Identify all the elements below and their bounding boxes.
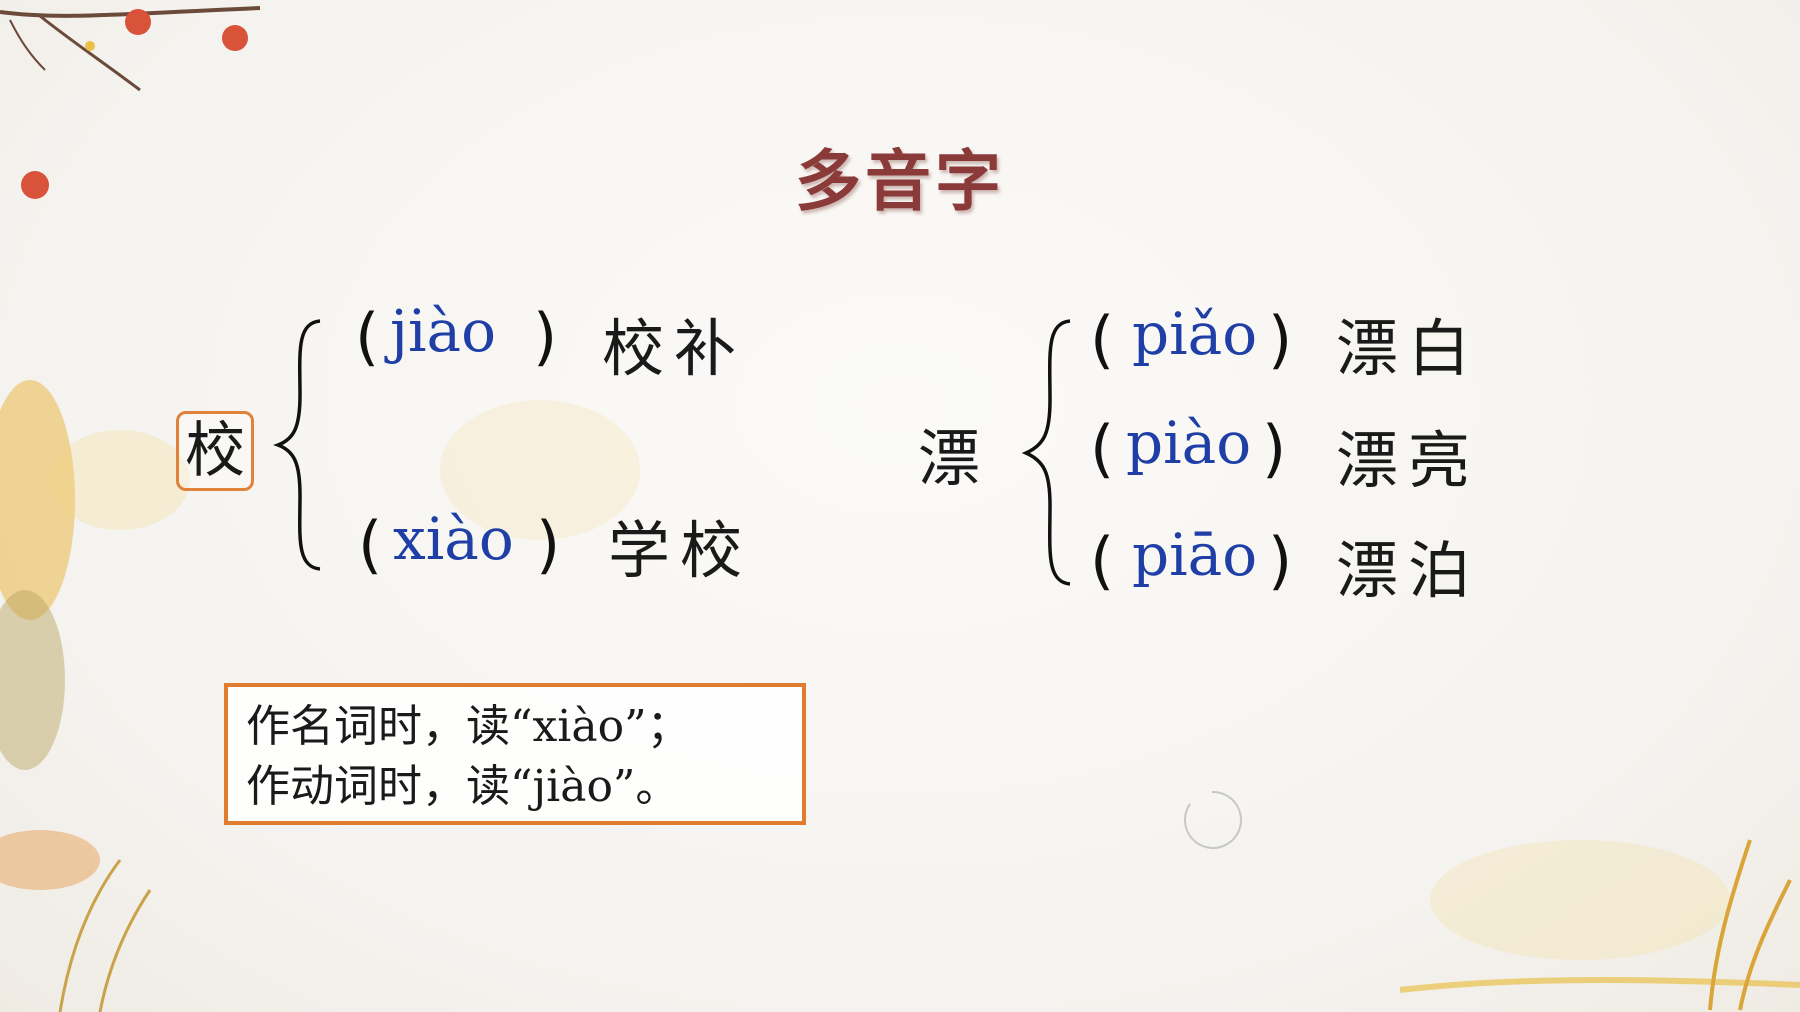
bottom-right-decoration xyxy=(1399,839,1800,1011)
close-paren: ) xyxy=(1262,412,1287,485)
reading-row-jiao: ( jiào ) xyxy=(355,302,755,382)
word-jiaobu: 校补 xyxy=(602,312,747,385)
open-paren: ( xyxy=(355,300,380,373)
reading-row-piao4: ( piào ) xyxy=(1090,414,1310,494)
loading-circle-decoration xyxy=(1183,790,1242,849)
rule-note-box: 作名词时，读“xiào”； 作动词时，读“jiào”。 xyxy=(224,683,806,825)
left-foliage-decoration xyxy=(0,380,190,1012)
open-paren: ( xyxy=(1090,303,1115,376)
word-piaobai: 漂白 xyxy=(1336,312,1481,385)
open-paren: ( xyxy=(358,508,383,581)
branch-decoration xyxy=(0,6,261,92)
flower-decoration xyxy=(440,400,640,540)
left-brace-piao xyxy=(1021,319,1071,586)
reading-row-piao3: ( piǎo ) xyxy=(1090,305,1310,385)
rule-note-line-verb: 作动词时，读“jiào”。 xyxy=(246,761,680,812)
open-paren: ( xyxy=(1090,412,1115,485)
close-paren: ) xyxy=(1268,524,1293,597)
reading-row-piao1: ( piāo ) xyxy=(1090,526,1310,606)
word-piaobo: 漂泊 xyxy=(1336,534,1481,607)
open-paren: ( xyxy=(1090,524,1115,597)
rule-note-line-noun: 作名词时，读“xiào”； xyxy=(246,701,691,752)
word-xuexiao: 学校 xyxy=(608,514,753,587)
pinyin-piao1: piāo xyxy=(1132,521,1258,589)
pinyin-piao3: piǎo xyxy=(1132,300,1258,368)
reading-row-xiao: ( xiào ) xyxy=(358,510,758,590)
pinyin-jiao: jiào xyxy=(390,297,497,365)
close-paren: ) xyxy=(536,508,561,581)
close-paren: ) xyxy=(1268,303,1293,376)
pinyin-piao4: piào xyxy=(1126,409,1252,477)
pinyin-xiao: xiào xyxy=(393,505,514,573)
highlighted-character-jiao: 校 xyxy=(176,411,254,491)
persimmon-decoration xyxy=(21,171,49,199)
character-piao: 漂 xyxy=(918,422,981,495)
close-paren: ) xyxy=(533,300,558,373)
left-brace-jiao xyxy=(273,319,321,571)
word-piaoliang: 漂亮 xyxy=(1336,424,1481,497)
slide-title: 多音字 xyxy=(795,143,1005,220)
